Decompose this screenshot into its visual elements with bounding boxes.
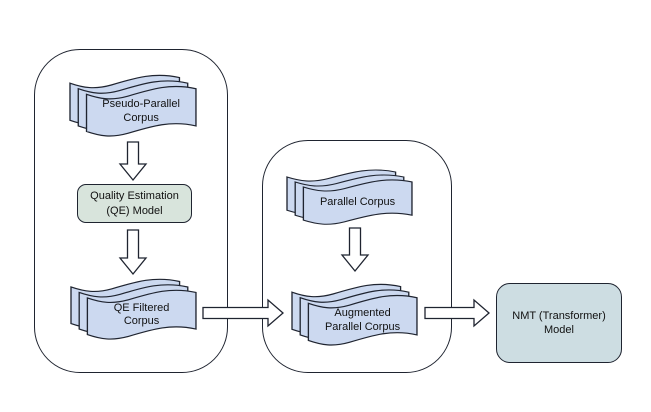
label-line: QE Filtered — [113, 301, 170, 314]
augmented-parallel-corpus-node: Augmented Parallel Corpus — [291, 281, 418, 347]
corpus-label: Augmented Parallel Corpus — [308, 297, 416, 345]
label-line: Quality Estimation — [90, 190, 179, 203]
label-line: Parallel Corpus — [324, 320, 401, 333]
label-line: Corpus — [123, 111, 159, 124]
corpus-label: Pseudo-Parallel Corpus — [87, 88, 196, 136]
nmt-transformer-model-node: NMT (Transformer) Model — [496, 283, 622, 363]
label-line: Model — [544, 324, 574, 336]
qe-filtered-corpus-node: QE Filtered Corpus — [70, 276, 197, 341]
label-line: Corpus — [123, 315, 160, 328]
corpus-label: Parallel Corpus — [303, 181, 411, 224]
label-line: Augmented — [334, 307, 391, 320]
parallel-corpus-node: Parallel Corpus — [286, 167, 413, 226]
label-line: Parallel Corpus — [319, 195, 396, 208]
label-line: Pseudo-Parallel — [102, 98, 180, 111]
label-line: NMT (Transformer) — [512, 309, 606, 322]
corpus-label: QE Filtered Corpus — [87, 292, 195, 339]
pseudo-parallel-corpus-node: Pseudo-Parallel Corpus — [69, 72, 197, 138]
label-line: (QE) Model — [106, 204, 163, 217]
qe-model-node: Quality Estimation (QE) Model — [77, 184, 192, 223]
